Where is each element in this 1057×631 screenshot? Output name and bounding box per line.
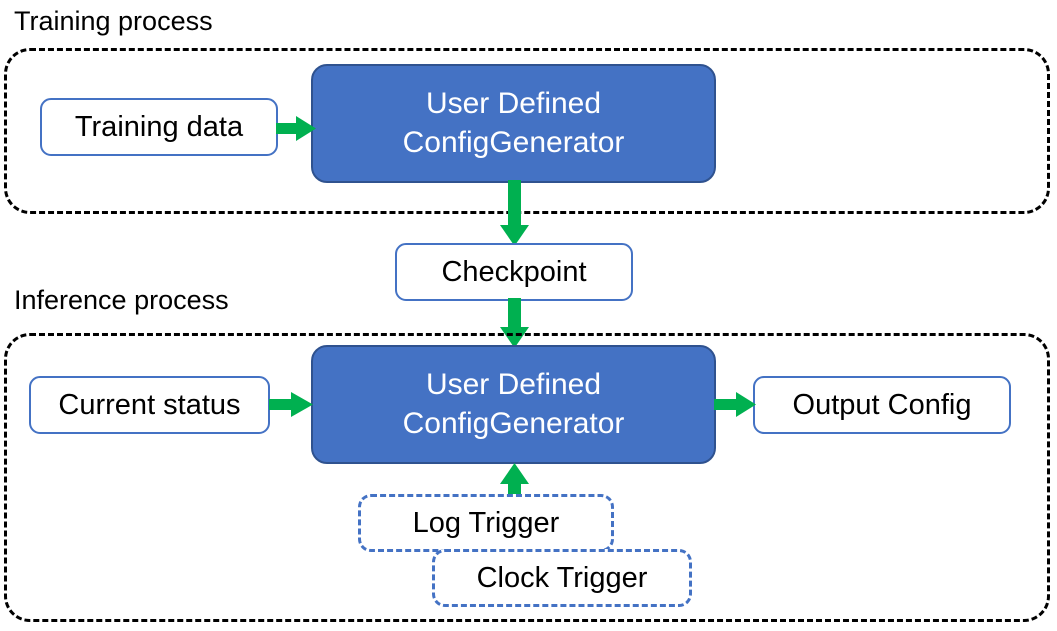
current-status-box[interactable]: Current status (29, 376, 270, 434)
training-data-box[interactable]: Training data (40, 98, 278, 156)
training-config-generator-line1: User Defined (425, 87, 602, 121)
output-config-box[interactable]: Output Config (753, 376, 1011, 434)
inference-config-generator-box[interactable]: User Defined ConfigGenerator (311, 345, 716, 464)
checkpoint-box[interactable]: Checkpoint (395, 243, 633, 301)
inference-process-container (4, 333, 1050, 622)
training-config-generator-box[interactable]: User Defined ConfigGenerator (311, 64, 716, 183)
inference-config-generator-line2: ConfigGenerator (402, 406, 625, 440)
training-process-caption: Training process (14, 6, 213, 36)
log-trigger-box[interactable]: Log Trigger (358, 494, 614, 552)
training-process-container (4, 48, 1050, 214)
clock-trigger-box[interactable]: Clock Trigger (432, 549, 692, 607)
inference-process-caption: Inference process (14, 285, 229, 315)
training-config-generator-line2: ConfigGenerator (402, 125, 625, 159)
inference-config-generator-line1: User Defined (425, 368, 602, 402)
